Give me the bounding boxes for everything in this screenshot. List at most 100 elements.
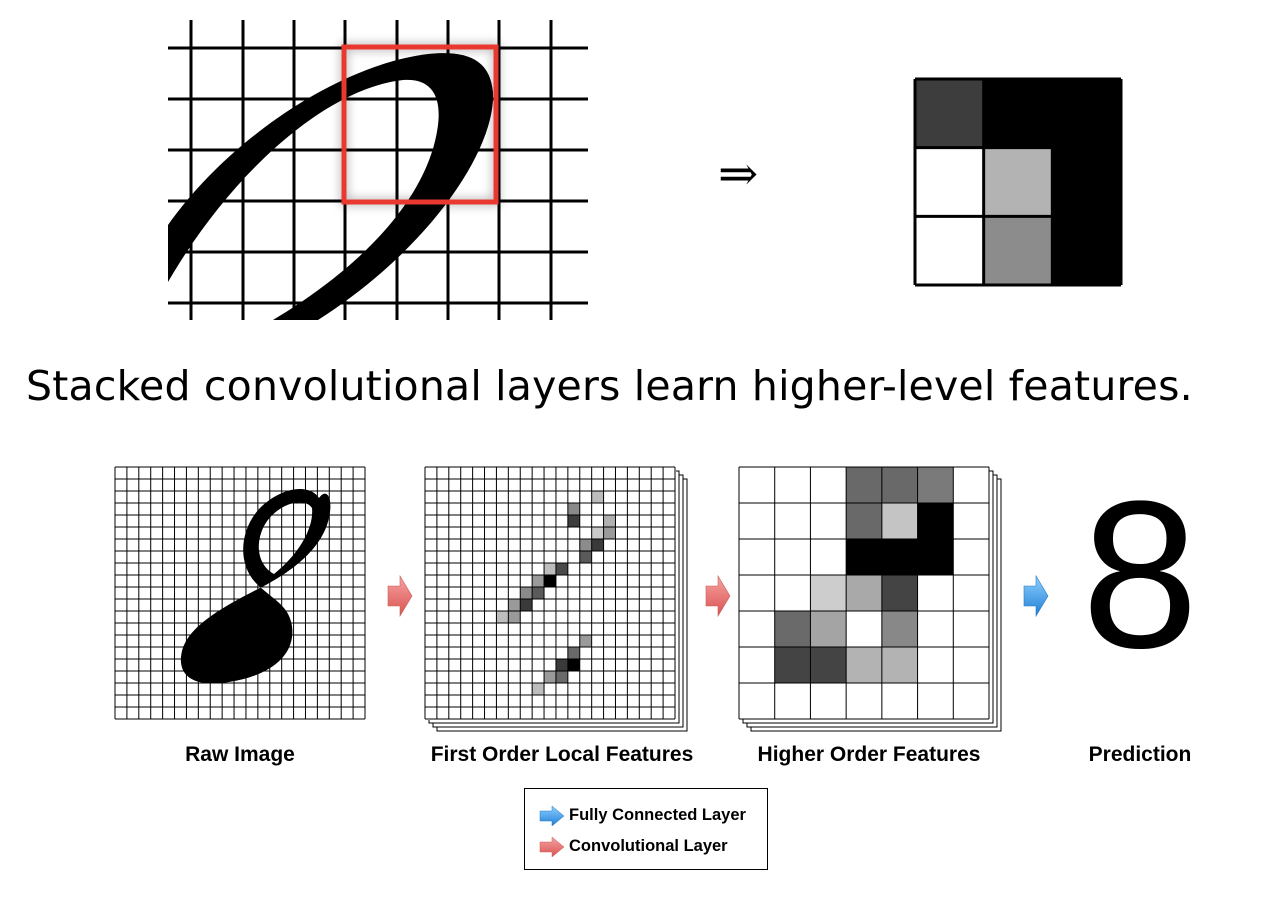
pooled-cell <box>983 79 1053 148</box>
receptive-field-box <box>341 44 499 205</box>
blue-arrow-icon <box>539 805 565 827</box>
higher-cell <box>953 683 989 719</box>
higher-cell <box>810 467 847 503</box>
higher-cell <box>846 503 882 539</box>
feature-cell <box>567 503 580 515</box>
legend-label-fully-connected: Fully Connected Layer <box>569 806 746 824</box>
higher-cell <box>739 575 775 611</box>
feature-cell <box>508 611 521 623</box>
feature-cell <box>555 563 568 575</box>
higher-cell <box>810 683 847 719</box>
feature-cell <box>555 659 568 671</box>
higher-cell <box>810 611 847 647</box>
feature-cell <box>508 599 521 611</box>
higher-cell <box>917 611 954 647</box>
higher-cell <box>846 575 882 611</box>
conv-arrow-1 <box>387 574 413 618</box>
higher-cell <box>846 647 882 683</box>
feature-cell <box>532 683 545 695</box>
higher-cell <box>810 539 847 575</box>
label-raw-image: Raw Image <box>185 743 295 766</box>
feature-cell <box>567 659 580 671</box>
higher-cell <box>953 647 989 683</box>
higher-cell <box>881 575 918 611</box>
raw-image-grid <box>114 466 366 720</box>
higher-cell <box>881 611 918 647</box>
higher-cell <box>846 467 882 503</box>
pooled-cell <box>915 216 984 285</box>
higher-cell <box>917 467 954 503</box>
higher-cell <box>774 467 811 503</box>
higher-cell <box>953 467 989 503</box>
feature-cell <box>603 515 616 527</box>
label-higher-order: Higher Order Features <box>757 743 981 766</box>
red-arrow-icon <box>539 836 565 858</box>
pooled-cell <box>983 147 1053 217</box>
higher-cell <box>774 611 811 647</box>
label-first-order: First Order Local Features <box>430 743 694 766</box>
legend: Fully Connected Layer Convolutional Laye… <box>524 788 768 870</box>
higher-cell <box>917 647 954 683</box>
feature-cell <box>544 575 556 587</box>
higher-cell <box>739 647 775 683</box>
higher-cell <box>739 683 775 719</box>
headline: Stacked convolutional layers learn highe… <box>26 362 1193 410</box>
higher-cell <box>881 647 918 683</box>
pooled-cell <box>915 147 984 217</box>
higher-cell <box>881 467 918 503</box>
first-order-feature-map <box>424 466 676 720</box>
feature-cell <box>520 587 533 599</box>
feature-cell <box>532 575 545 587</box>
feature-cell <box>591 527 604 539</box>
higher-cell <box>739 539 775 575</box>
feature-cell <box>544 671 556 683</box>
feature-cell <box>579 551 592 563</box>
feature-cell <box>567 515 580 527</box>
higher-cell <box>881 539 918 575</box>
higher-cell <box>739 467 775 503</box>
legend-label-convolutional: Convolutional Layer <box>569 837 728 855</box>
higher-cell <box>917 503 954 539</box>
pooled-cell <box>983 216 1053 285</box>
higher-cell <box>953 539 989 575</box>
higher-cell <box>917 575 954 611</box>
higher-cell <box>953 611 989 647</box>
fc-arrow <box>1023 574 1049 618</box>
conv-arrow-2 <box>705 574 731 618</box>
feature-cell <box>591 491 604 503</box>
digit-stroke-zoom <box>168 53 494 320</box>
feature-cell <box>591 539 604 551</box>
higher-cell <box>774 647 811 683</box>
feature-cell <box>567 647 580 659</box>
higher-cell <box>846 683 882 719</box>
higher-order-feature-map <box>738 466 990 720</box>
feature-cell <box>555 671 568 683</box>
higher-cell <box>953 503 989 539</box>
label-prediction: Prediction <box>1088 743 1192 766</box>
higher-cell <box>774 539 811 575</box>
feature-cell <box>520 599 533 611</box>
feature-cell <box>532 587 545 599</box>
higher-cell <box>917 539 954 575</box>
higher-cell <box>881 683 918 719</box>
higher-cell <box>774 503 811 539</box>
higher-cell <box>810 575 847 611</box>
higher-cell <box>739 503 775 539</box>
pooled-cell <box>1052 216 1121 285</box>
higher-cell <box>774 683 811 719</box>
higher-cell <box>846 539 882 575</box>
higher-cell <box>739 611 775 647</box>
digit-eight <box>180 488 331 684</box>
higher-cell <box>881 503 918 539</box>
feature-cell <box>579 635 592 647</box>
pooled-cell <box>1052 79 1121 148</box>
pooled-cell <box>915 79 984 148</box>
pooled-patch <box>913 77 1123 287</box>
feature-cell <box>603 527 616 539</box>
higher-cell <box>810 647 847 683</box>
input-grid-zoom <box>168 20 588 320</box>
prediction-digit: 8 <box>1081 457 1199 692</box>
higher-cell <box>774 575 811 611</box>
implies-arrow: ⇒ <box>718 146 759 202</box>
higher-cell <box>917 683 954 719</box>
